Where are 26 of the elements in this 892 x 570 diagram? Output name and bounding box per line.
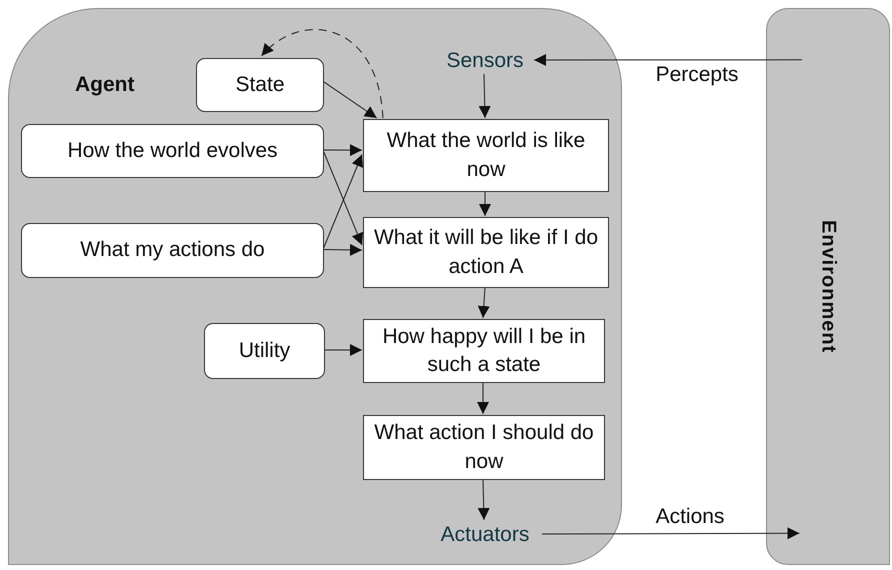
component-label: Sensors (435, 47, 535, 75)
arrow (324, 344, 362, 356)
arrow (478, 478, 490, 520)
arrow (479, 190, 491, 216)
arrow (261, 29, 384, 118)
arrow (477, 382, 489, 414)
process-box: What the world is like now (363, 119, 609, 192)
process-box: What it will be like if I do action A (363, 217, 609, 288)
arrow (478, 74, 491, 118)
agent-region (8, 8, 622, 565)
arrow (478, 286, 490, 318)
environment-panel (766, 8, 890, 565)
knowledge-box: State (196, 58, 324, 112)
environment-title: Environment (816, 220, 840, 354)
component-label: Actuators (427, 521, 543, 549)
process-box: What action I should do now (363, 415, 605, 480)
knowledge-box: What my actions do (21, 223, 324, 278)
knowledge-box: Utility (204, 323, 325, 379)
arrow (534, 54, 802, 66)
process-box: How happy will I be in such a state (363, 319, 605, 383)
agent-title: Agent (75, 73, 134, 97)
arrow (322, 244, 362, 256)
knowledge-box: How the world evolves (21, 124, 324, 178)
arrow (322, 144, 362, 156)
arrow (542, 527, 800, 540)
arrow (322, 80, 378, 118)
